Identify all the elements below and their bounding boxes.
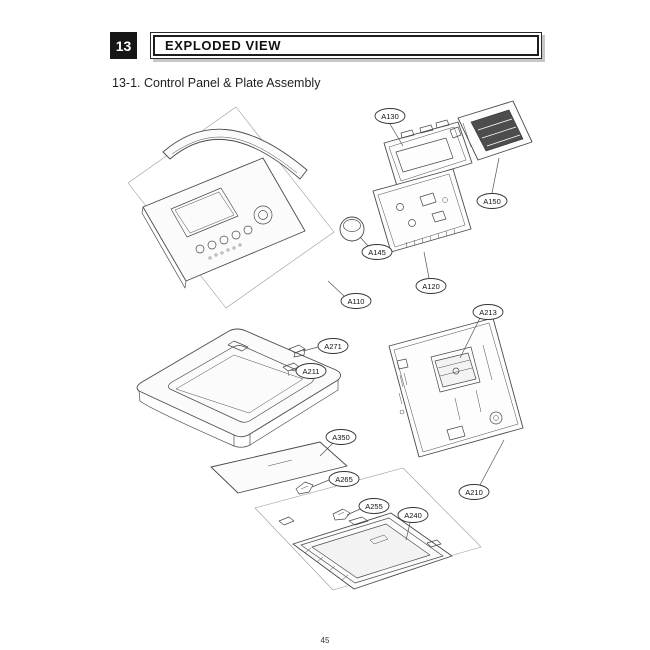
knob-drawing [339, 216, 365, 242]
page-header: 13 EXPLODED VIEW [110, 32, 542, 59]
part-callout-a110: A110 [340, 293, 372, 309]
part-callout-a255: A255 [358, 498, 390, 514]
part-callout-a150: A150 [476, 193, 508, 209]
svg-text:A265: A265 [335, 475, 353, 484]
svg-text:A271: A271 [324, 342, 342, 351]
svg-text:A120: A120 [422, 282, 440, 291]
part-callout-a271: A271 [317, 338, 349, 354]
svg-text:A130: A130 [381, 112, 399, 121]
drawer-tray-drawing [292, 512, 453, 590]
rear-panel-drawing [388, 317, 524, 458]
control-panel-assembly-drawing [141, 128, 308, 289]
part-callout-a210: A210 [458, 484, 490, 500]
svg-text:A240: A240 [404, 511, 422, 520]
section-number-chip: 13 [110, 32, 137, 59]
part-callout-a213: A213 [472, 304, 504, 320]
main-pcb-drawing [372, 168, 472, 253]
svg-text:A150: A150 [483, 197, 501, 206]
svg-text:A145: A145 [368, 248, 386, 257]
display-module-drawing [449, 100, 533, 161]
part-callout-a120: A120 [415, 278, 447, 294]
display-pcb-drawing [383, 119, 473, 187]
svg-text:A210: A210 [465, 488, 483, 497]
part-callout-a240: A240 [397, 507, 429, 523]
svg-text:A255: A255 [365, 502, 383, 511]
top-plate-drawing [136, 328, 341, 448]
part-callout-a145: A145 [361, 244, 393, 260]
cover-sheet-drawing [210, 441, 348, 494]
part-callout-a350: A350 [325, 429, 357, 445]
svg-text:A211: A211 [303, 367, 320, 376]
leader-lines [290, 123, 505, 541]
part-callout-a130: A130 [374, 108, 406, 124]
svg-text:A213: A213 [479, 308, 497, 317]
part-callout-a265: A265 [328, 471, 360, 487]
section-title-box: EXPLODED VIEW [150, 32, 542, 59]
page-number: 45 [320, 636, 330, 645]
figure-subtitle: 13-1. Control Panel & Plate Assembly [112, 76, 321, 90]
svg-text:A350: A350 [332, 433, 350, 442]
svg-text:A110: A110 [348, 297, 365, 306]
part-callout-a211: A211 [295, 363, 327, 379]
section-title: EXPLODED VIEW [153, 35, 539, 56]
